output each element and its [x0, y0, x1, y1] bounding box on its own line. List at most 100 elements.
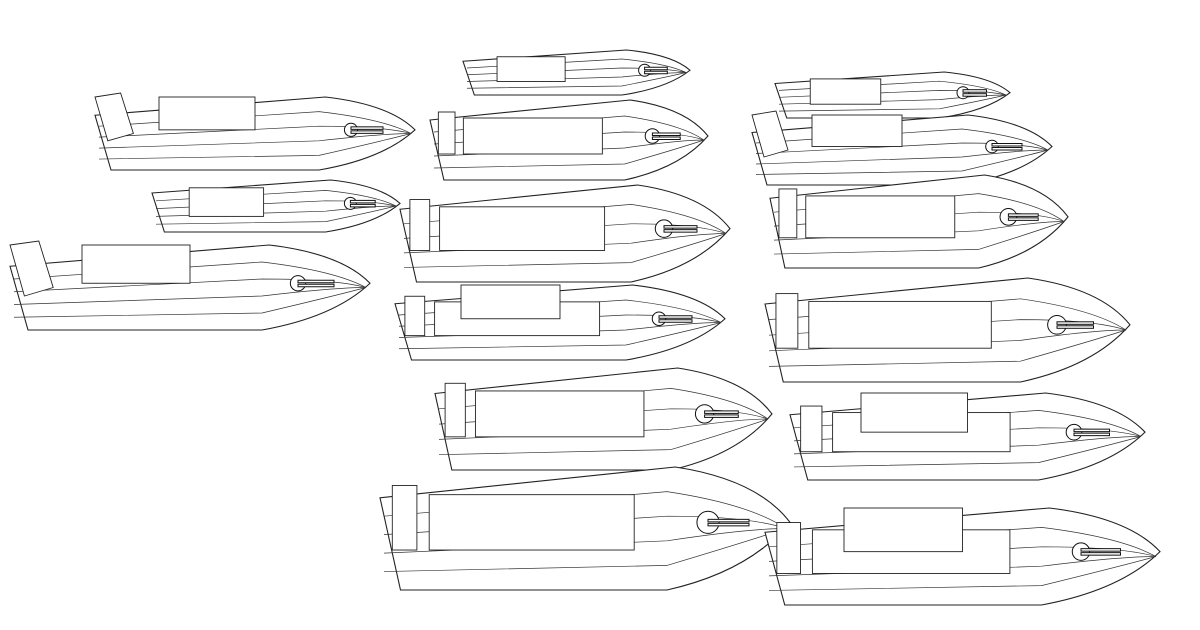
gun-turret-icon [694, 404, 715, 424]
wireframe-line [98, 133, 412, 149]
wireframe-line [768, 527, 1157, 557]
gun-barrel [350, 130, 384, 134]
cockpit [188, 187, 265, 217]
wireframe-line [466, 72, 687, 89]
transom-frame [437, 111, 456, 155]
gun-barrel [1007, 213, 1039, 217]
gun-barrel [991, 147, 1023, 151]
deck-area [439, 206, 606, 251]
gun-barrel [349, 203, 376, 208]
boat-rib [429, 99, 709, 181]
wireframe-line [403, 233, 727, 254]
wireframe-line [398, 322, 722, 338]
wireframe-line [155, 205, 397, 217]
boat-rib [769, 174, 1069, 269]
wireframe-line [793, 436, 1142, 468]
deck-area [808, 300, 992, 349]
boat-cabin-boat [94, 92, 416, 171]
gun-turret-icon [1065, 423, 1083, 441]
wireframe-line [755, 149, 1049, 175]
boat-cabin-boat [9, 240, 371, 331]
wireframe-line [768, 329, 1127, 367]
stern-ramp [751, 110, 789, 158]
wireframe-line [433, 139, 705, 169]
wireframe-line [773, 221, 1065, 241]
transom-frame [444, 382, 466, 438]
wireframe-line [98, 133, 412, 160]
gun-barrel [1073, 432, 1110, 437]
gun-barrel [1056, 325, 1094, 329]
wireframe-line [13, 287, 367, 305]
wireframe-line [768, 298, 1127, 331]
gun-barrel [1007, 217, 1039, 221]
wireframe-line [383, 515, 787, 535]
gun-barrel [349, 199, 376, 204]
gun-barrel [651, 136, 681, 140]
wireframe-line [773, 221, 1065, 255]
transom-frame [404, 295, 426, 337]
wireframe-line [793, 410, 1142, 437]
wireframe-line [793, 436, 1142, 455]
transom-frame [409, 199, 431, 251]
wireframe-line [768, 556, 1157, 577]
gun-barrel [1073, 428, 1110, 433]
cockpit [809, 78, 882, 105]
transom-frame [776, 522, 801, 574]
gun-barrel [297, 283, 335, 288]
gun-barrel [663, 225, 698, 229]
wireframe-line [13, 261, 367, 288]
boat-speedboat [151, 179, 401, 233]
gun-barrel [704, 410, 739, 414]
stern-ramp [9, 240, 54, 297]
cabin [811, 114, 903, 147]
wireframe-line [433, 115, 705, 141]
gun-barrel [707, 518, 750, 523]
wireframe-line [383, 528, 787, 554]
transom-frame [391, 485, 418, 551]
gun-barrel [704, 414, 739, 418]
gun-barrel [644, 66, 668, 71]
gun-barrel [962, 89, 987, 93]
stern-ramp [94, 92, 134, 142]
wireframe-line [403, 204, 727, 234]
cabin [81, 244, 191, 284]
gun-barrel [1080, 552, 1121, 556]
boat-rib-cabin [789, 392, 1146, 481]
cabin [158, 96, 256, 131]
wireframe-line [398, 322, 722, 350]
wireframe-line [768, 556, 1157, 591]
gun-barrel [663, 229, 698, 233]
deck-area [474, 390, 645, 438]
boat-rib [434, 367, 773, 471]
wireframe-line [13, 287, 367, 318]
wireframe-line [755, 149, 1049, 165]
wireframe-line [778, 94, 1007, 112]
wireframe-line [433, 139, 705, 157]
deck-area [428, 494, 635, 551]
wireframe-line [773, 193, 1065, 222]
boat-rib [764, 277, 1131, 383]
cabin [860, 392, 968, 433]
boat-rib [399, 184, 731, 283]
wireframe-line [155, 190, 397, 207]
gun-barrel [991, 143, 1023, 147]
gun-barrel [707, 522, 750, 527]
boat-rib [379, 466, 791, 591]
wireframe-line [438, 388, 769, 420]
wireframe-line [155, 205, 397, 225]
deck-area [462, 117, 603, 155]
gun-barrel [962, 93, 987, 97]
wireframe-line [398, 299, 722, 323]
wireframe-line [98, 111, 412, 134]
boat-cabin-boat [751, 110, 1053, 186]
transom-frame [778, 188, 798, 239]
wireframe-line [778, 80, 1007, 96]
boat-rib-cabin [394, 284, 726, 361]
gun-barrel [651, 132, 681, 136]
wireframe-line [466, 58, 687, 73]
wireframe-line [755, 128, 1049, 151]
gun-barrel [644, 70, 668, 75]
wireframe-line [438, 418, 769, 440]
gun-barrel [1080, 548, 1121, 552]
gun-barrel [350, 126, 384, 130]
